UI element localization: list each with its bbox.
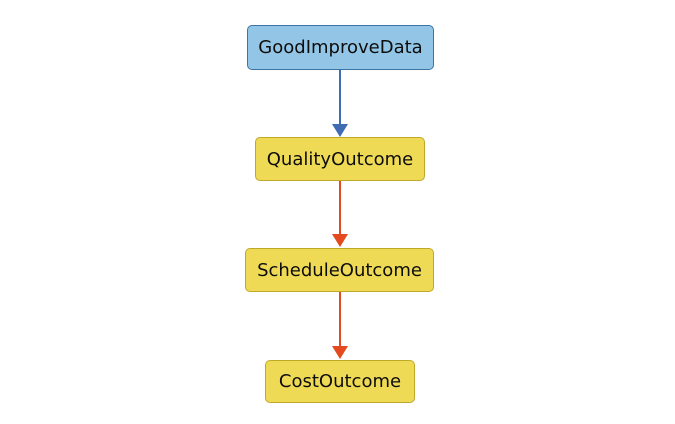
node-costoutcome-label: CostOutcome xyxy=(278,371,402,392)
arrowhead-down-icon xyxy=(331,346,348,359)
node-qualityoutcome: QualityOutcome xyxy=(255,137,425,181)
node-costoutcome: CostOutcome xyxy=(265,360,415,403)
node-goodimprovedata: GoodImproveData xyxy=(247,25,434,70)
node-qualityoutcome-label: QualityOutcome xyxy=(266,148,414,170)
node-scheduleoutcome: ScheduleOutcome xyxy=(245,248,434,292)
edge-qualityoutcome-scheduleoutcome-line xyxy=(338,181,341,234)
arrowhead-down-icon xyxy=(331,124,348,137)
node-scheduleoutcome-label: ScheduleOutcome xyxy=(257,259,422,281)
edge-scheduleoutcome-costoutcome-line xyxy=(338,292,341,346)
node-goodimprovedata-label: GoodImproveData xyxy=(258,37,423,58)
edge-goodimprovedata-qualityoutcome-line xyxy=(338,70,341,124)
arrowhead-down-icon xyxy=(331,234,348,247)
